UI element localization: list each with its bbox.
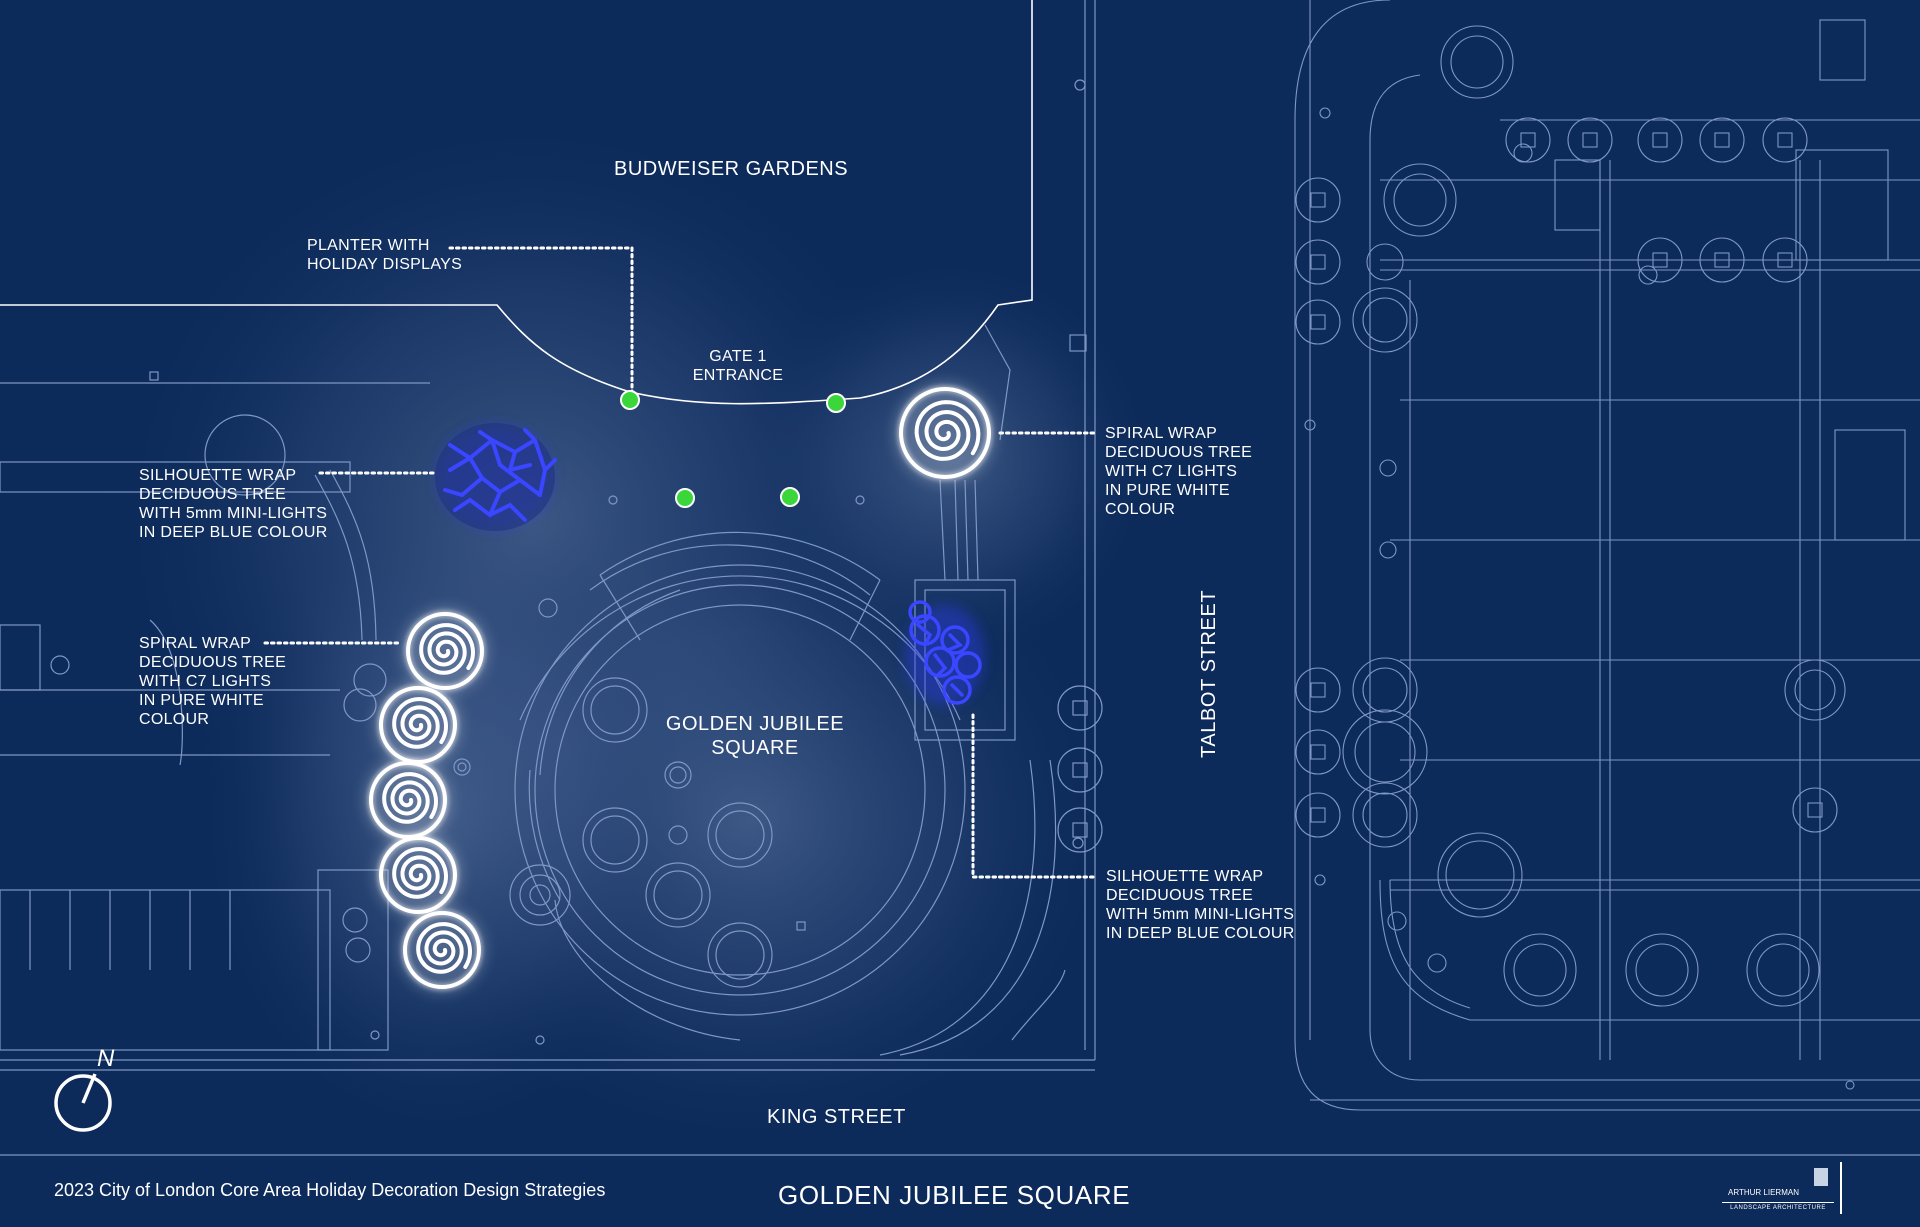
street-label-talbot: TALBOT STREET [1198,589,1220,758]
spiral-tree-icon [363,755,453,845]
square-label: GOLDEN JUBILEE SQUARE [665,713,845,759]
silhouette-tree-icon [435,423,557,531]
callout-spiral-right: SPIRAL WRAP DECIDUOUS TREE WITH C7 LIGHT… [1105,425,1253,518]
right-block-trees [1295,25,1846,1007]
firm-logo: ARTHUR LIERMAN LANDSCAPE ARCHITECTURE [1722,1162,1842,1214]
gate-entrance-label: GATE 1 ENTRANCE [692,348,784,384]
callout-silhouette-left: SILHOUETTE WRAP DECIDUOUS TREE WITH 5mm … [139,467,328,541]
spiral-tree-icon [397,905,487,995]
callout-leaders [263,246,1099,879]
callout-silhouette-right: SILHOUETTE WRAP DECIDUOUS TREE WITH 5mm … [1106,868,1295,942]
spiral-tree-icon [373,830,463,920]
silhouette-tree-icon [905,600,985,705]
planter-marker-icon [780,487,800,507]
planter-marker-icon [675,488,695,508]
footer-project-line: 2023 City of London Core Area Holiday De… [54,1180,606,1200]
spiral-tree-icon [893,381,997,485]
right-block-linework [1294,0,1920,1111]
venue-label: BUDWEISER GARDENS [614,158,849,180]
spiral-tree-icon [400,606,490,696]
north-arrow-icon [54,1073,112,1132]
spiral-tree-layer [363,381,997,995]
street-label-king: KING STREET [767,1106,906,1128]
planter-marker-group [620,390,846,508]
planter-marker-icon [620,390,640,410]
firm-logo-name: ARTHUR LIERMAN [1728,1188,1799,1197]
firm-logo-mark-icon [1814,1168,1828,1186]
plaza-tree-group [342,663,773,988]
talbot-tree-column [1057,685,1103,853]
site-linework [0,0,1920,1156]
compass-north-label: N [97,1045,115,1072]
callout-planter: PLANTER WITH HOLIDAY DISPLAYS [307,237,463,273]
firm-logo-tagline: LANDSCAPE ARCHITECTURE [1722,1202,1834,1211]
building-outline [0,0,1033,405]
footer-title: GOLDEN JUBILEE SQUARE [778,1180,1131,1210]
callout-spiral-left: SPIRAL WRAP DECIDUOUS TREE WITH C7 LIGHT… [139,635,287,728]
planter-marker-icon [826,393,846,413]
